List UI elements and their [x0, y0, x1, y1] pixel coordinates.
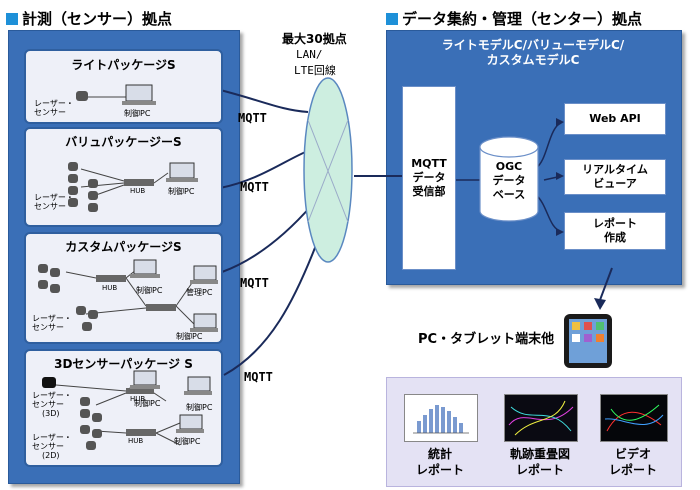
hub-icon — [146, 304, 176, 311]
laptop-icon — [125, 84, 153, 102]
web-api-box: Web API — [564, 103, 666, 135]
custom-pc3-label: 制御PC — [176, 332, 203, 341]
center-models-label: ライトモデルC/バリューモデルC/カスタムモデルC — [441, 38, 625, 67]
video-report-label: ビデオレポート — [608, 447, 657, 477]
lite-package: ライトパッケージS レーザー・センサー 制御PC — [24, 49, 223, 124]
mqtt-label-1: MQTT — [238, 111, 267, 125]
custom-sensor-label: レーザー・センサー — [32, 314, 72, 332]
lite-package-devices — [76, 84, 156, 105]
threed-package: 3Dセンサーパッケージ S HUB HUB 制御PC 制御PC 制御PC レーザ… — [24, 349, 223, 467]
stats-report-label: 統計レポート — [415, 447, 464, 477]
threed-sensor3d-label: レーザー・センサー(3D) — [32, 391, 72, 418]
mqtt-label-4: MQTT — [244, 370, 273, 384]
laser-sensor-icon — [76, 91, 88, 101]
threed-hub2-label: HUB — [128, 437, 144, 445]
threed-hub1-label: HUB — [130, 395, 146, 403]
threed-package-title: 3Dセンサーパッケージ S — [54, 357, 193, 371]
header-square-icon — [6, 12, 18, 25]
header-square-icon — [386, 12, 398, 25]
hub-icon — [124, 179, 154, 186]
custom-pc2-label: 管理PC — [186, 288, 213, 297]
lite-sensor-label: レーザー・センサー — [34, 99, 74, 117]
track-report-label: 軌跡重畳図レポート — [509, 447, 570, 477]
max-sites-label: 最大30拠点 — [282, 32, 347, 46]
lite-package-title: ライトパッケージS — [71, 58, 176, 72]
ogc-database-icon — [479, 136, 539, 222]
custom-package: カスタムパッケージS HUB 制御PC 管理PC 制御PC レーザー・センサー — [24, 232, 223, 344]
network-label-line2: LTE回線 — [294, 64, 336, 77]
lite-pc-label: 制御PC — [124, 109, 151, 118]
value-package: バリュパッケージーS HUB 制御PC レーザー・センサー — [24, 127, 223, 227]
threed-package-devices — [42, 370, 212, 450]
value-package-title: バリュパッケージーS — [65, 135, 182, 149]
realtime-viewer-box: リアルタイムビューア — [564, 159, 666, 195]
clients-label: PC・タブレット端末他 — [418, 332, 555, 347]
stats-report-thumbnail — [404, 394, 478, 442]
left-section-header: 計測（センサー）拠点 — [6, 8, 172, 29]
tablet-icon — [564, 314, 612, 368]
mqtt-label-3: MQTT — [240, 276, 269, 290]
value-package-devices — [68, 162, 198, 212]
track-report-thumbnail — [504, 394, 578, 442]
hub-icon — [96, 275, 126, 282]
custom-hub-label: HUB — [102, 284, 118, 292]
value-pc-label: 制御PC — [168, 187, 195, 196]
hub-icon — [126, 388, 154, 394]
value-hub-label: HUB — [130, 187, 146, 195]
threed-pc1-label: 制御PC — [134, 399, 161, 408]
threed-pc3-label: 制御PC — [174, 437, 201, 446]
custom-package-devices — [38, 259, 218, 332]
custom-package-title: カスタムパッケージS — [65, 240, 182, 254]
threed-pc2-label: 制御PC — [186, 403, 213, 412]
custom-pc1-label: 制御PC — [136, 286, 163, 295]
threed-sensor2d-label: レーザー・センサー(2D) — [32, 433, 72, 460]
mqtt-label-2: MQTT — [240, 180, 269, 194]
video-report-thumbnail — [600, 394, 668, 442]
right-section-header: データ集約・管理（センター）拠点 — [386, 8, 642, 29]
value-sensor-label: レーザー・センサー — [34, 193, 74, 211]
network-label-line1: LAN/ — [296, 48, 323, 61]
report-creation-box: レポート作成 — [564, 212, 666, 250]
hub-icon — [126, 429, 156, 436]
laptop-icon — [169, 162, 195, 179]
